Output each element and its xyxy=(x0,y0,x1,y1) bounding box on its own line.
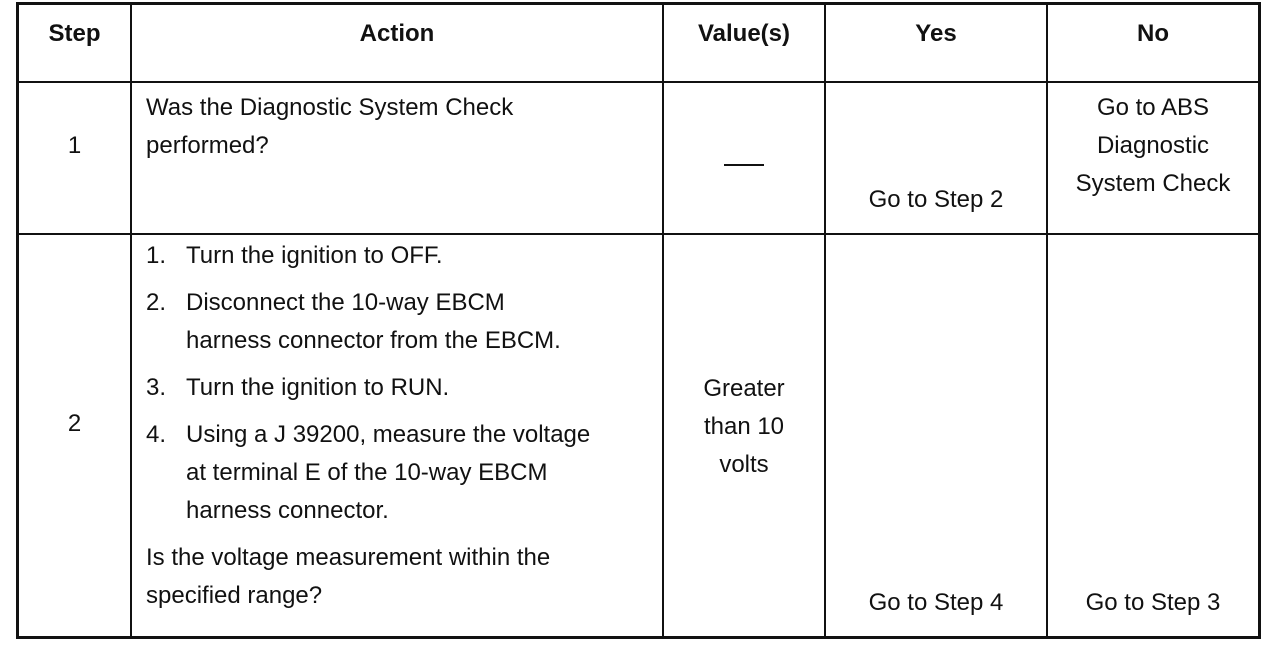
row2-item2-text: Disconnect the 10-way EBCM harness conne… xyxy=(186,289,561,354)
row2-step-number: 2 xyxy=(67,410,82,437)
row2-item1-num: 1. xyxy=(146,242,167,269)
row2-action-cell: 1. Turn the ignition to OFF. 2. Disconne… xyxy=(132,235,664,636)
header-values: Value(s) xyxy=(664,5,826,83)
row2-step-item-3: 3. Turn the ignition to RUN. xyxy=(146,369,648,407)
header-no: No xyxy=(1048,5,1258,83)
row1-yes-cell: Go to Step 2 xyxy=(826,83,1048,235)
row1-action-line1: Was the Diagnostic System Check xyxy=(146,94,514,121)
row2-yes-cell: Go to Step 4 xyxy=(826,235,1048,636)
row1-value-dash xyxy=(664,149,824,169)
row2-step-cell: 2 xyxy=(19,235,132,636)
row2-value-text: Greater than 10 volts xyxy=(703,375,785,478)
row2-step-item-2: 2. Disconnect the 10-way EBCM harness co… xyxy=(146,284,648,360)
row2-step-item-1: 1. Turn the ignition to OFF. xyxy=(146,237,648,275)
row2-item3-num: 3. xyxy=(146,374,167,401)
row2-step-item-4: 4. Using a J 39200, measure the voltage … xyxy=(146,416,648,530)
header-action: Action xyxy=(132,5,664,83)
row2-item3-text: Turn the ignition to RUN. xyxy=(186,374,450,401)
row1-no-line1: Go to ABS xyxy=(1096,94,1210,121)
row2-no-cell: Go to Step 3 xyxy=(1048,235,1258,636)
row1-no-cell: Go to ABS Diagnostic System Check xyxy=(1048,83,1258,235)
row2-question-line1: Is the voltage measurement within the xyxy=(146,544,551,571)
row2-item1-text: Turn the ignition to OFF. xyxy=(186,242,443,269)
row1-no-line2: Diagnostic xyxy=(1096,132,1210,159)
row1-step-cell: 1 xyxy=(19,83,132,235)
row1-no-line3: System Check xyxy=(1075,170,1231,197)
row2-item2-num: 2. xyxy=(146,289,167,316)
row2-yes-text: Go to Step 4 xyxy=(868,589,1004,616)
row1-step-number: 1 xyxy=(67,132,82,159)
row2-item4-num: 4. xyxy=(146,421,167,448)
header-yes: Yes xyxy=(826,5,1048,83)
row1-action-cell: Was the Diagnostic System Check performe… xyxy=(132,83,664,235)
row2-question-line2: specified range? xyxy=(146,582,323,609)
row1-value-cell: — xyxy=(664,83,826,235)
row1-action-line2: performed? xyxy=(146,132,269,159)
diagnostic-table: Step Action Value(s) Yes No 1 Was the Di… xyxy=(16,2,1261,639)
row2-no-text: Go to Step 3 xyxy=(1085,589,1221,616)
row2-item4-text: Using a J 39200, measure the voltage at … xyxy=(186,421,591,524)
row1-yes-text: Go to Step 2 xyxy=(868,186,1004,213)
row2-value-cell: Greater than 10 volts xyxy=(664,235,826,636)
header-step: Step xyxy=(19,5,132,83)
